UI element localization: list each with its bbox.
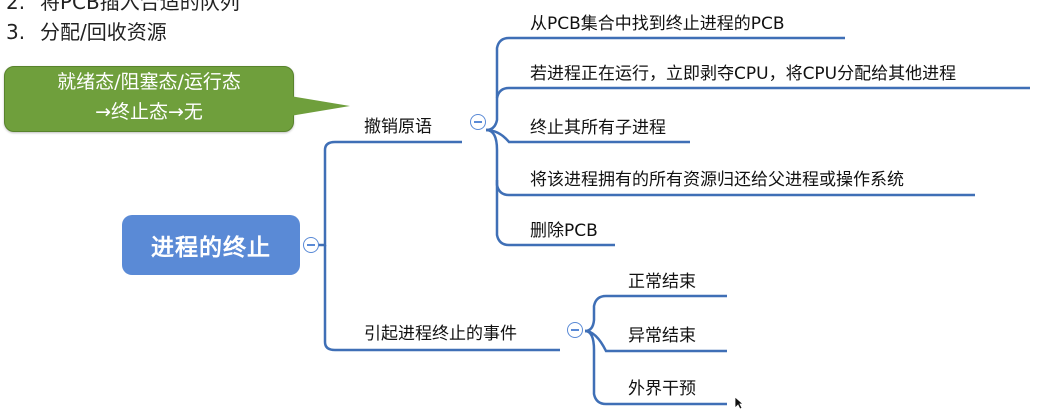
revoke-collapse-icon[interactable] [470,114,486,130]
revoke-child-4[interactable]: 将该进程拥有的所有资源归还给父进程或操作系统 [530,170,904,190]
list-number: 3. [6,20,26,44]
mouse-pointer-icon [734,396,744,410]
revoke-child-2[interactable]: 若进程正在运行，立即剥夺CPU，将CPU分配给其他进程 [530,64,957,84]
branch-events-label[interactable]: 引起进程终止的事件 [364,324,517,344]
list-text: 分配/回收资源 [40,20,167,44]
revoke-child-5[interactable]: 删除PCB [530,221,598,241]
events-child-1[interactable]: 正常结束 [628,272,696,292]
connector-revoke-2 [495,86,1030,99]
revoke-child-1[interactable]: 从PCB集合中找到终止进程的PCB [530,14,785,34]
root-label: 进程的终止 [151,235,271,261]
connector-events-3 [584,329,727,406]
root-collapse-icon[interactable] [303,237,319,253]
callout-pointer [290,96,350,116]
list-text: 将PCB插入合适的队列 [40,0,240,14]
state-callout: 就绪态/阻塞态/运行态 →终止态→无 [4,66,294,132]
events-collapse-icon[interactable] [567,322,583,338]
revoke-child-3[interactable]: 终止其所有子进程 [530,118,666,138]
list-item-2: 2. 将PCB插入合适的队列 [6,0,240,15]
root-node[interactable]: 进程的终止 [122,215,300,275]
connector-root-revoke [318,140,342,247]
connector-revoke-5 [495,180,615,247]
events-child-2[interactable]: 异常结束 [628,326,696,346]
list-number: 2. [6,0,26,14]
callout-line-2: →终止态→无 [95,101,203,123]
branch-revoke-label[interactable]: 撤销原语 [364,117,432,137]
list-item-3: 3. 分配/回收资源 [6,16,167,45]
connector-root-events [323,245,342,352]
connector-revoke-1 [485,36,845,132]
connector-events-1 [584,294,727,333]
events-child-3[interactable]: 外界干预 [628,379,696,399]
callout-line-1: 就绪态/阻塞态/运行态 [57,71,241,93]
